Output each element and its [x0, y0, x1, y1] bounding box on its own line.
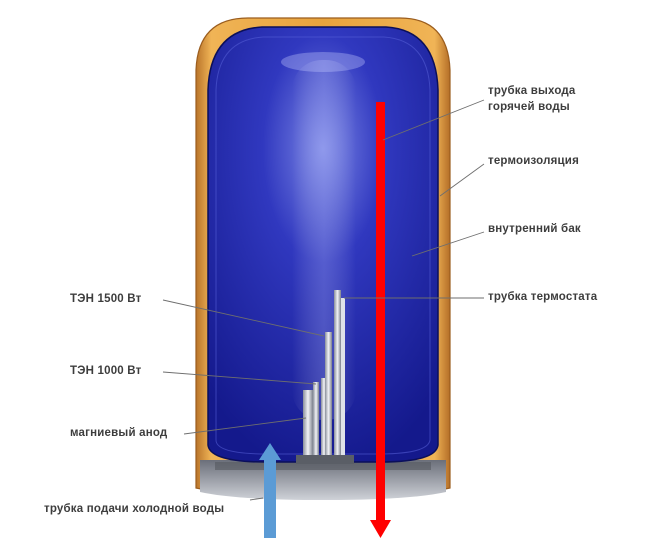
leader-hot-water: [382, 99, 485, 141]
thermostat-tube-inner: [341, 298, 345, 460]
leader-anode: [183, 417, 307, 435]
label-heater-1500: ТЭН 1500 Вт: [70, 293, 142, 305]
internal-components: [296, 290, 354, 464]
thermostat-tube-element: [334, 290, 341, 460]
label-insulation: термоизоляция: [488, 155, 579, 167]
hot-water-arrow: [370, 102, 391, 538]
leader-insulation: [439, 163, 485, 197]
label-magnesium-anode: магниевый анод: [70, 427, 168, 439]
heater-1000-element: [313, 382, 319, 460]
leader-heater-1000: [162, 371, 317, 385]
leader-inner-tank: [411, 231, 485, 257]
label-thermostat-tube: трубка термостата: [488, 291, 598, 303]
label-hot-water-outlet-line1: трубка выхода: [488, 85, 576, 97]
cold-water-arrow: [259, 443, 281, 538]
leader-heater-1500: [162, 299, 325, 337]
leader-lines: [162, 99, 485, 501]
magnesium-anode-rod: [303, 390, 313, 460]
heater-1500-element: [325, 332, 332, 460]
bottom-base: [200, 460, 446, 500]
label-heater-1000: ТЭН 1000 Вт: [70, 365, 142, 377]
label-cold-water-inlet: трубка подачи холодной воды: [44, 503, 225, 515]
leader-cold-water: [249, 497, 264, 501]
label-inner-tank: внутренний бак: [488, 223, 581, 235]
heater-1000-element-b: [321, 378, 327, 460]
label-hot-water-outlet-line2: горячей воды: [488, 101, 570, 113]
